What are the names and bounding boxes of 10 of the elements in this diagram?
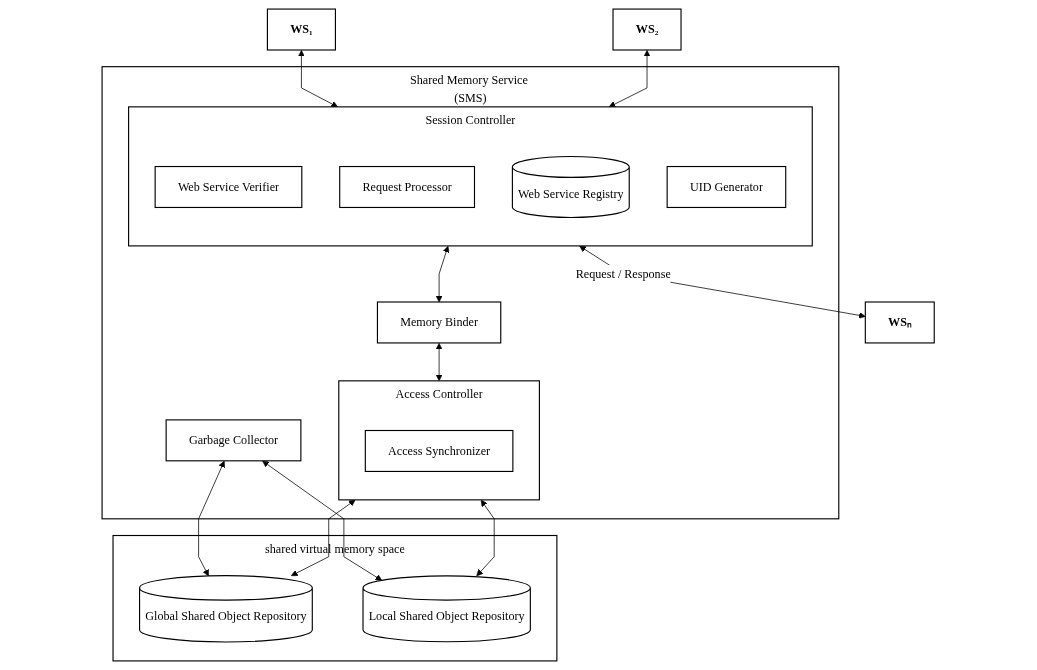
edge-label: Request / Response [576, 267, 672, 281]
node-box: WS₂ [612, 8, 682, 51]
node-box: WS₁ [267, 8, 337, 51]
node-box: Web Service Verifier [154, 165, 303, 209]
node-box: Memory Binder [377, 301, 502, 344]
node-box: UID Generator [666, 165, 787, 209]
node-box: Request Processor [339, 165, 476, 209]
node-box: WSₙ [865, 301, 936, 344]
node-box: Garbage Collector [165, 419, 302, 462]
node-box: Access Synchronizer [365, 429, 514, 472]
